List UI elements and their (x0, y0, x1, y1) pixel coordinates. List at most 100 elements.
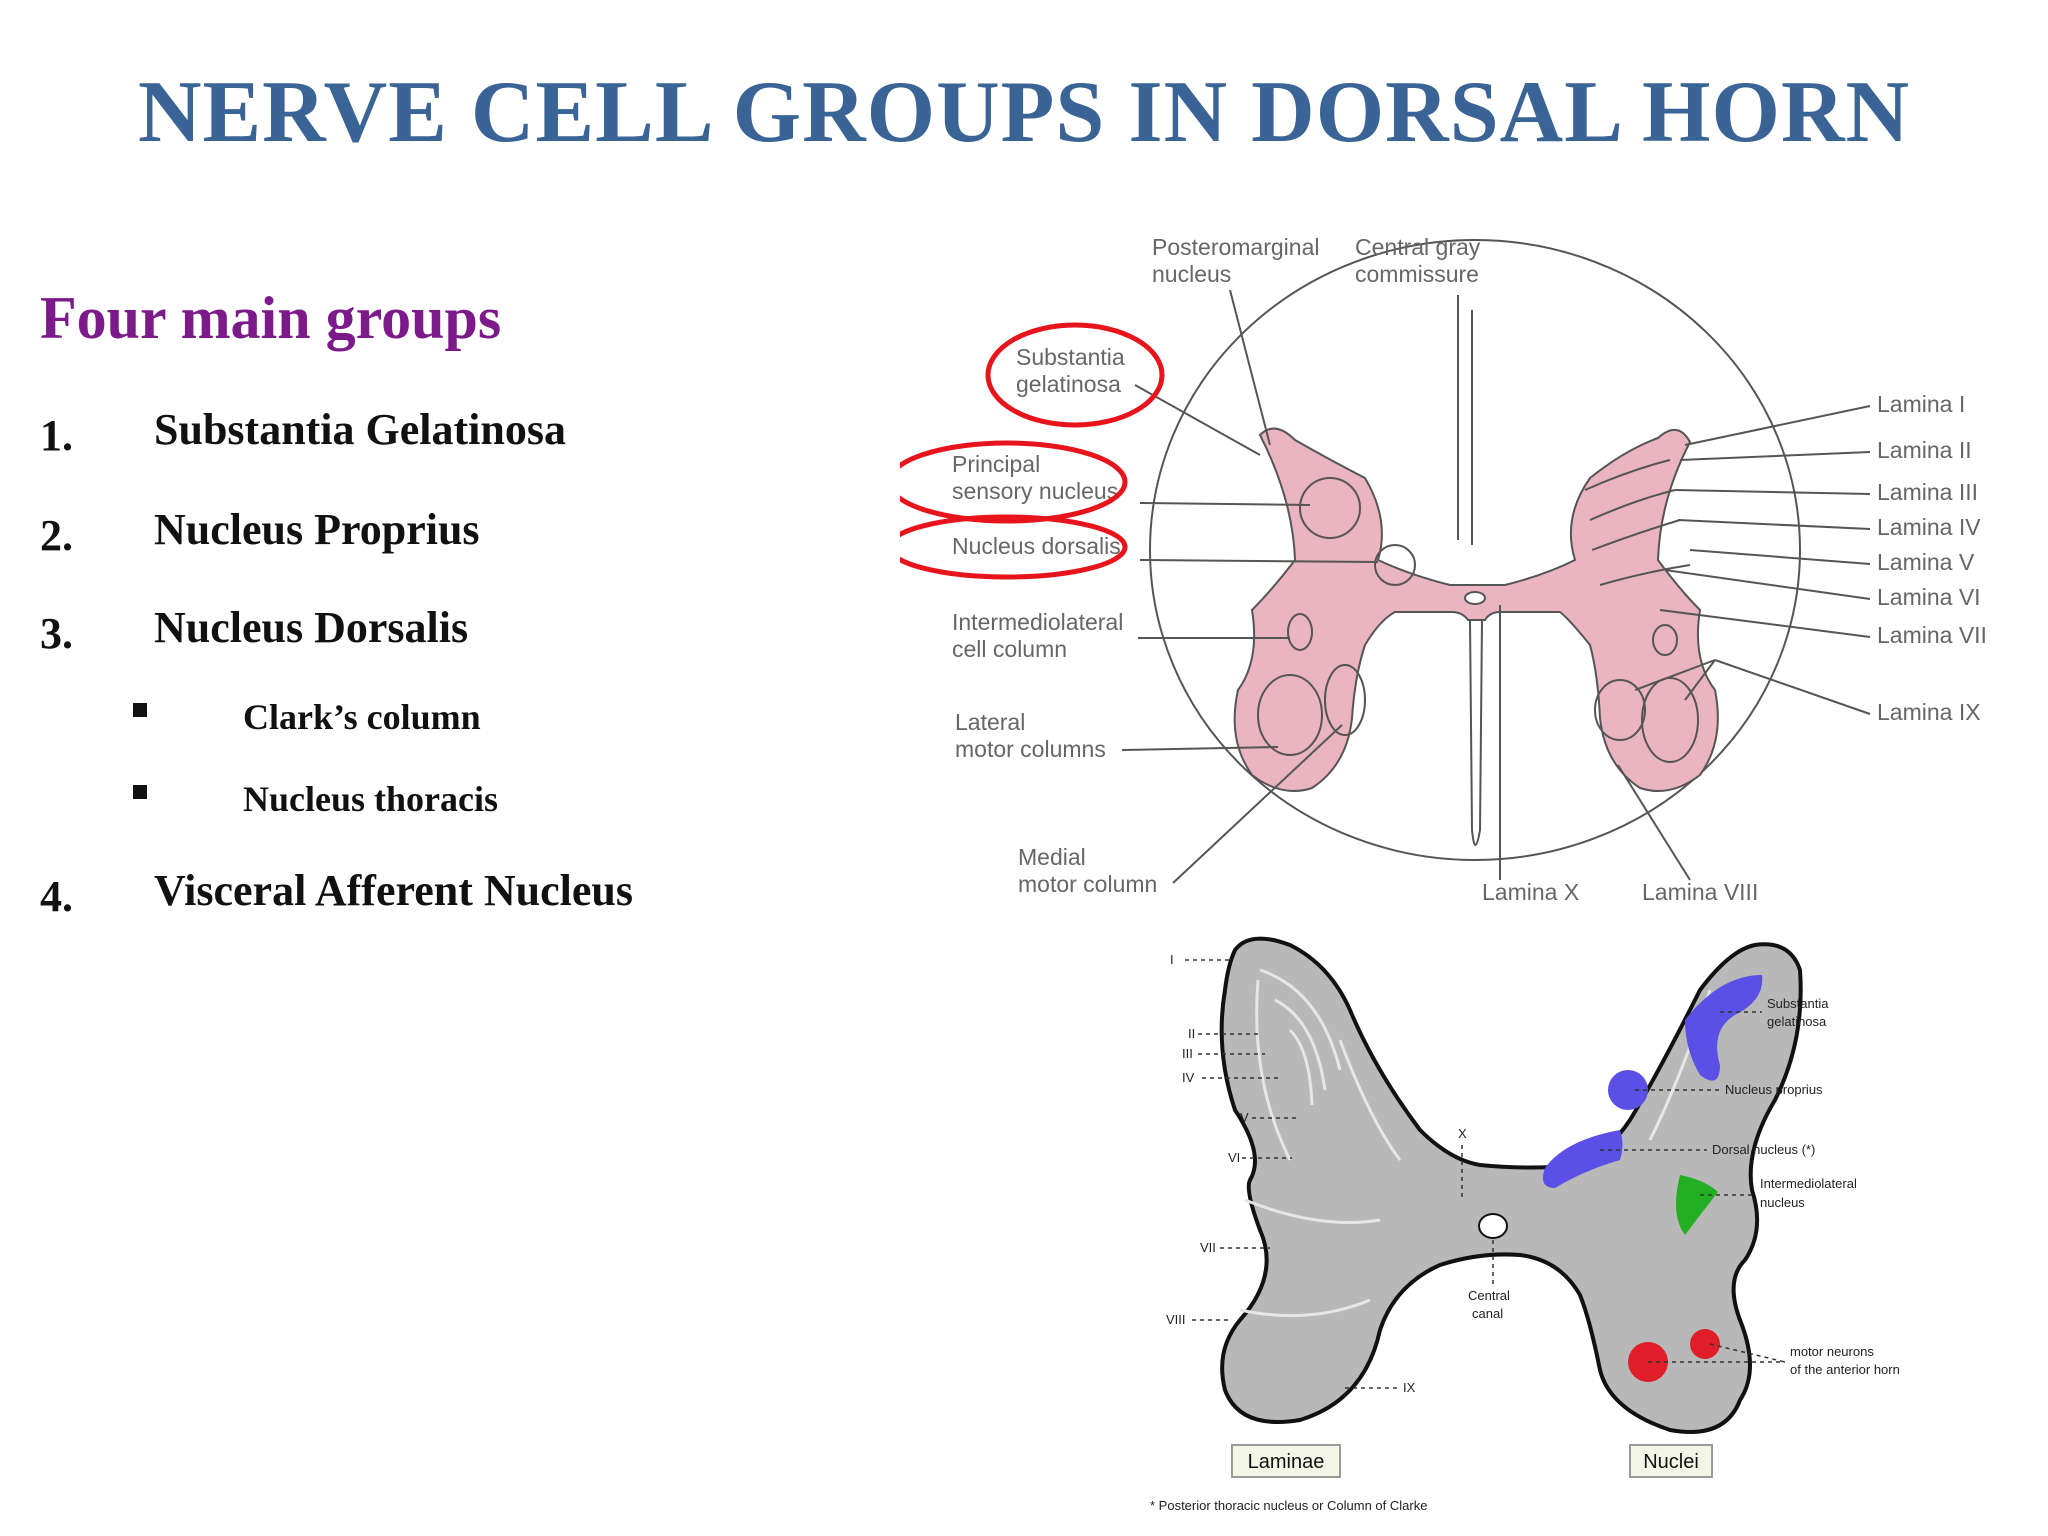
list-item: Nucleus Proprius (154, 505, 480, 554)
label-substantia-gelatinosa: Substantia (1767, 996, 1829, 1011)
sub-list-item: Clark’s column (243, 697, 481, 737)
lamina-contours (1239, 968, 1712, 1318)
lateral-motor-shape-left (1257, 674, 1323, 756)
sub-list-item: Nucleus thoracis (243, 779, 498, 819)
list-number: 2. (40, 511, 73, 560)
intermediolateral-nucleus-shape (1676, 1175, 1718, 1235)
label-lamina-x: Lamina X (1482, 879, 1579, 905)
right-horn-nucleus (1594, 679, 1646, 741)
list-item: Nucleus Dorsalis (154, 603, 469, 652)
lamina-label: VII (1200, 1240, 1216, 1255)
label-central-canal: Central (1468, 1288, 1510, 1303)
label-intermediolateral: cell column (952, 636, 1067, 662)
label-motor-neurons: of the anterior horn (1790, 1362, 1900, 1377)
label-substantia-gelatinosa: gelatinosa (1767, 1014, 1827, 1029)
leader-line (1684, 659, 1716, 701)
label-posteromarginal: nucleus (1152, 261, 1231, 287)
leader-line (1709, 1343, 1786, 1363)
label-nucleus-proprius: Nucleus proprius (1725, 1082, 1823, 1097)
dorsal-nucleus-shape (1542, 1130, 1623, 1188)
nucleus-proprius-shape (1608, 1070, 1648, 1110)
footnote: * Posterior thoracic nucleus or Column o… (1150, 1498, 1427, 1513)
lamina-label: III (1182, 1046, 1193, 1061)
nucleus-dorsalis-shape (1374, 544, 1416, 586)
label-lamina-v: Lamina V (1877, 549, 1975, 575)
highlight-circle-nucleus-dorsalis (900, 514, 1128, 580)
label-substantia-gelatinosa: Substantia (1016, 344, 1125, 370)
leader-line (1679, 451, 1871, 461)
leader-line (1634, 659, 1716, 691)
lamina-label: II (1188, 1026, 1195, 1041)
label-intermediolateral: Intermediolateral (952, 609, 1123, 635)
label-principal-sensory: Principal (952, 451, 1040, 477)
leader-line (1659, 609, 1871, 638)
label-dorsal-nucleus: Dorsal nucleus (*) (1712, 1142, 1815, 1157)
label-substantia-gelatinosa: gelatinosa (1016, 371, 1121, 397)
bullet-icon (133, 703, 147, 717)
label-lamina-vii: Lamina VII (1877, 622, 1987, 648)
nuclei-box-label: Nuclei (1643, 1451, 1699, 1473)
label-principal-sensory: sensory nucleus (952, 478, 1118, 504)
label-lamina-ix: Lamina IX (1877, 699, 1981, 725)
principal-sensory-nucleus-shape (1299, 477, 1361, 539)
label-x: X (1458, 1126, 1467, 1141)
medial-motor-shape-left (1324, 664, 1366, 736)
label-motor-neurons: motor neurons (1790, 1344, 1874, 1359)
slide-subtitle: Four main groups (40, 285, 502, 351)
lamina-label: VI (1228, 1150, 1240, 1165)
nuclei-box (1629, 1444, 1713, 1478)
leader-line (1714, 659, 1871, 715)
leader-line (1617, 764, 1691, 881)
label-central-canal: canal (1472, 1306, 1503, 1321)
leader-line (1139, 502, 1311, 506)
highlight-circle-principal-sensory (900, 440, 1128, 524)
lamina-label: VIII (1166, 1312, 1186, 1327)
label-lamina-i: Lamina I (1877, 391, 1965, 417)
slide-title: NERVE CELL GROUPS IN DORSAL HORN (137, 64, 1911, 161)
lamina-label: IX (1403, 1380, 1416, 1395)
label-medial-motor: motor column (1018, 871, 1157, 897)
label-lamina-iii: Lamina III (1877, 479, 1978, 505)
leader-line (1677, 519, 1871, 530)
laminae-box-label: Laminae (1248, 1451, 1325, 1473)
spinal-cord-laminae-diagram: Posteromarginal nucleus Central gray com… (900, 234, 1987, 905)
right-horn-nucleus (1641, 677, 1699, 763)
leader-line (1121, 746, 1279, 751)
label-lateral-motor: motor columns (955, 736, 1106, 762)
label-lamina-viii: Lamina VIII (1642, 879, 1758, 905)
leader-line (1172, 724, 1343, 884)
central-canal (1464, 591, 1486, 605)
label-lamina-vi: Lamina VI (1877, 584, 1981, 610)
leader-line (1139, 559, 1379, 563)
leader-line (1674, 489, 1871, 495)
laminae-box (1231, 1444, 1341, 1478)
leader-line (1689, 549, 1871, 565)
label-lateral-motor: Lateral (955, 709, 1025, 735)
bullet-icon (133, 785, 147, 799)
list-item: Visceral Afferent Nucleus (154, 866, 633, 915)
central-canal-shape (1478, 1213, 1508, 1239)
gray-matter (1233, 427, 1719, 792)
label-nucleus-dorsalis: Nucleus dorsalis (952, 533, 1121, 559)
label-central-gray: commissure (1355, 261, 1479, 287)
label-posteromarginal: Posteromarginal (1152, 234, 1319, 260)
lamina-contours-right (1584, 459, 1691, 586)
list-number: 1. (40, 411, 73, 460)
label-intermediolateral: nucleus (1760, 1195, 1805, 1210)
list-number: 4. (40, 872, 73, 921)
label-central-gray: Central gray (1355, 234, 1481, 260)
leader-line (1684, 405, 1871, 446)
iml-shape-left (1287, 613, 1313, 651)
highlight-circle-substantia-gelatinosa (985, 322, 1165, 428)
substantia-gelatinosa-nucleus (1685, 975, 1763, 1081)
label-lamina-iv: Lamina IV (1877, 514, 1981, 540)
lamina-label: I (1170, 952, 1174, 967)
label-intermediolateral: Intermediolateral (1760, 1176, 1857, 1191)
label-lamina-ii: Lamina II (1877, 437, 1972, 463)
motor-neuron-shape (1690, 1329, 1720, 1359)
list-number: 3. (40, 609, 73, 658)
laminae-nuclei-diagram: I II III IV V VI VII VIII IX X Central c… (1150, 936, 1900, 1513)
leader-line (1229, 289, 1271, 446)
lamina-label: V (1240, 1110, 1249, 1125)
lamina-label: IV (1182, 1070, 1195, 1085)
